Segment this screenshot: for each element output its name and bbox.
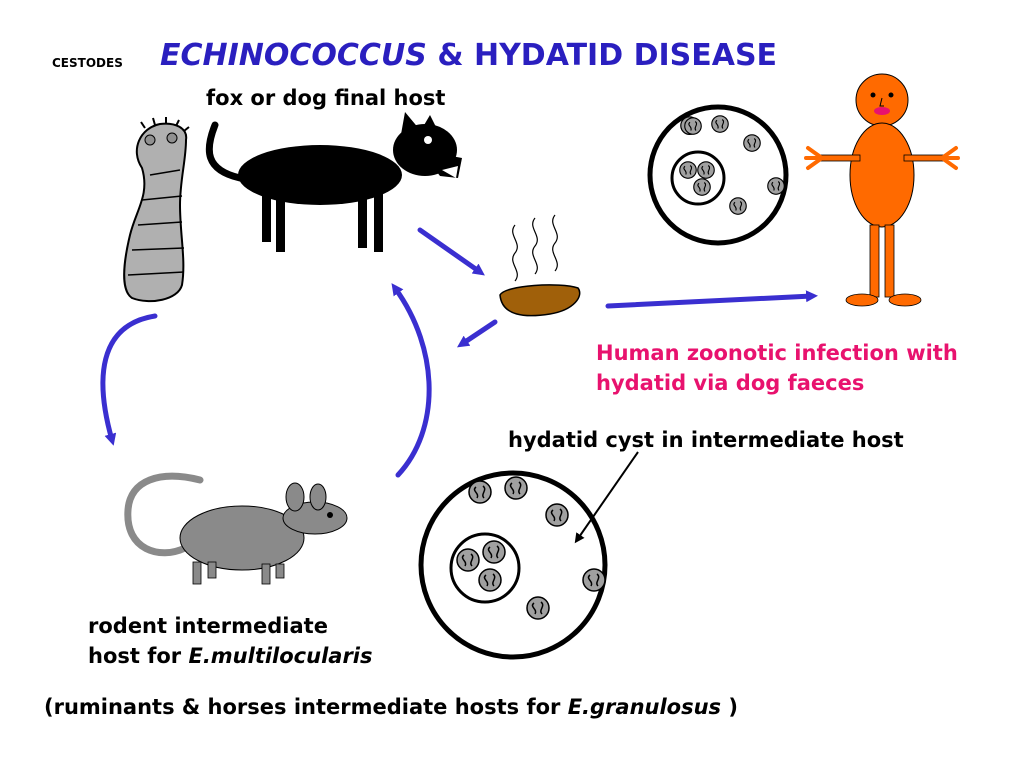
cyst-pointer-arrow: [574, 451, 639, 544]
dog-icon: [205, 112, 462, 252]
section-label: CESTODES: [52, 56, 123, 70]
rodent-line-2: host for E.multilocularis: [88, 641, 373, 671]
page-title: ECHINOCOCCUS & HYDATID DISEASE: [160, 38, 777, 73]
arrow-dog-to-faeces: [417, 227, 485, 276]
cyst-icon: [418, 470, 608, 660]
tapeworm-icon: [123, 117, 190, 303]
arrow-faeces-to-rodent: [457, 319, 498, 348]
cyst-icon: [647, 104, 789, 246]
ruminants-suffix: ): [721, 695, 738, 719]
human-infection-line-2: hydatid via dog faeces: [596, 371, 865, 395]
arrow-worm-to-rodent: [100, 313, 158, 446]
cyst-label: hydatid cyst in intermediate host: [508, 428, 904, 452]
final-host-label: fox or dog final host: [206, 86, 446, 110]
human-infection-label: Human zoonotic infection with hydatid vi…: [596, 338, 958, 398]
ruminants-note: (ruminants & horses intermediate hosts f…: [44, 695, 738, 719]
title-genus: ECHINOCOCCUS: [160, 38, 427, 73]
arrow-rodent-to-dog: [391, 283, 432, 478]
ruminants-prefix: (ruminants & horses intermediate hosts f…: [44, 695, 568, 719]
ruminants-species: E.granulosus: [567, 695, 722, 719]
human-figure-icon: [804, 73, 960, 307]
faeces-icon: [499, 214, 581, 317]
arrow-faeces-to-human: [605, 290, 818, 309]
cycle-arrows: [100, 227, 818, 478]
rodent-line-2-prefix: host for: [88, 644, 189, 668]
rodent-label: rodent intermediate host for E.multilocu…: [88, 611, 373, 671]
rodent-icon: [124, 472, 348, 585]
title-rest: & HYDATID DISEASE: [426, 38, 778, 73]
human-infection-line-1: Human zoonotic infection with: [596, 341, 958, 365]
rodent-line-1: rodent intermediate: [88, 614, 328, 638]
rodent-species: E.multilocularis: [188, 644, 373, 668]
